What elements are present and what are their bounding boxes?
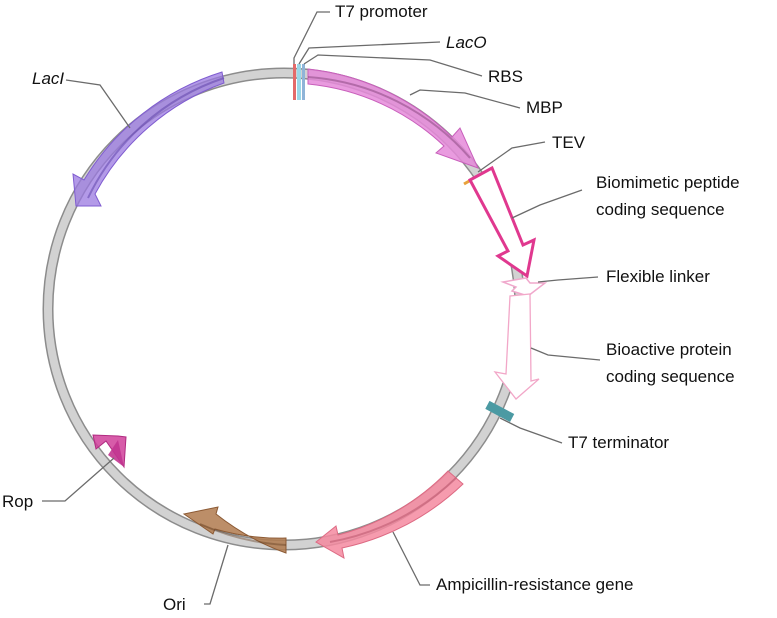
- ampr-arrow: [315, 470, 464, 559]
- bioactive-arrow: [493, 293, 540, 400]
- label-biomimetic-line2: coding sequence: [596, 200, 725, 219]
- label-mbp: MBP: [526, 98, 563, 117]
- label-laci: LacI: [32, 69, 64, 88]
- label-bioactive-line1: Bioactive protein: [606, 340, 732, 359]
- leader-lines: [42, 11, 601, 605]
- t7-promoter-marker: [293, 64, 296, 100]
- t7-terminator-marker: [485, 400, 515, 422]
- label-rop: Rop: [2, 492, 33, 511]
- rbs-marker: [302, 64, 305, 100]
- ori-arrow: [182, 506, 287, 554]
- biomimetic-arrow: [467, 165, 537, 279]
- label-bioactive-line2: coding sequence: [606, 367, 735, 386]
- laco-marker: [297, 64, 301, 100]
- label-tev: TEV: [552, 133, 586, 152]
- label-biomimetic-line1: Biomimetic peptide: [596, 173, 740, 192]
- feature-labels: T7 promoter LacO RBS MBP TEV Biomimetic …: [2, 2, 740, 614]
- label-rbs: RBS: [488, 67, 523, 86]
- label-linker: Flexible linker: [606, 267, 710, 286]
- label-laco: LacO: [446, 33, 487, 52]
- laci-arrow: [72, 71, 225, 207]
- label-ori: Ori: [163, 595, 186, 614]
- label-t7-promoter: T7 promoter: [335, 2, 428, 21]
- mbp-arrow: [307, 68, 479, 169]
- label-ampr: Ampicillin-resistance gene: [436, 575, 633, 594]
- label-t7-terminator: T7 terminator: [568, 433, 669, 452]
- feature-arrows: [72, 64, 548, 559]
- linker-arrow: [500, 277, 548, 297]
